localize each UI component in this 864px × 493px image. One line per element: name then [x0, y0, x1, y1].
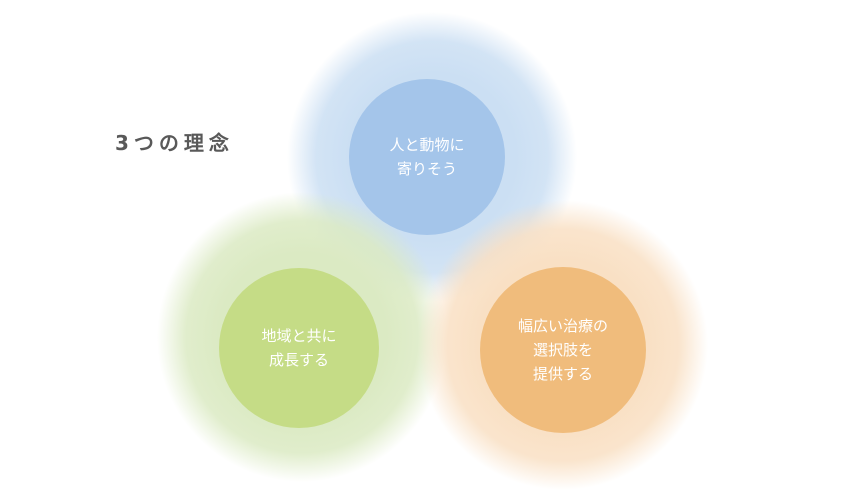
page-heading: 3つの理念	[115, 131, 234, 155]
principle-2-line-1: 地域と共に	[261, 327, 337, 345]
principle-circle-3: 幅広い治療の 選択肢を 提供する	[480, 267, 646, 433]
principle-1-line-2: 寄りそう	[396, 160, 457, 178]
principle-1-line-1: 人と動物に	[389, 136, 465, 154]
principle-circle-2: 地域と共に 成長する	[219, 268, 379, 428]
principle-3-text: 幅広い治療の 選択肢を 提供する	[518, 314, 608, 386]
principle-circle-1: 人と動物に 寄りそう	[349, 79, 505, 235]
principle-3-line-3: 提供する	[532, 365, 593, 383]
principle-2-line-2: 成長する	[268, 351, 329, 369]
principle-1-text: 人と動物に 寄りそう	[389, 133, 464, 181]
principle-3-line-1: 幅広い治療の	[517, 317, 608, 335]
principle-3-line-2: 選択肢を	[532, 341, 593, 359]
principle-2-text: 地域と共に 成長する	[261, 324, 336, 372]
